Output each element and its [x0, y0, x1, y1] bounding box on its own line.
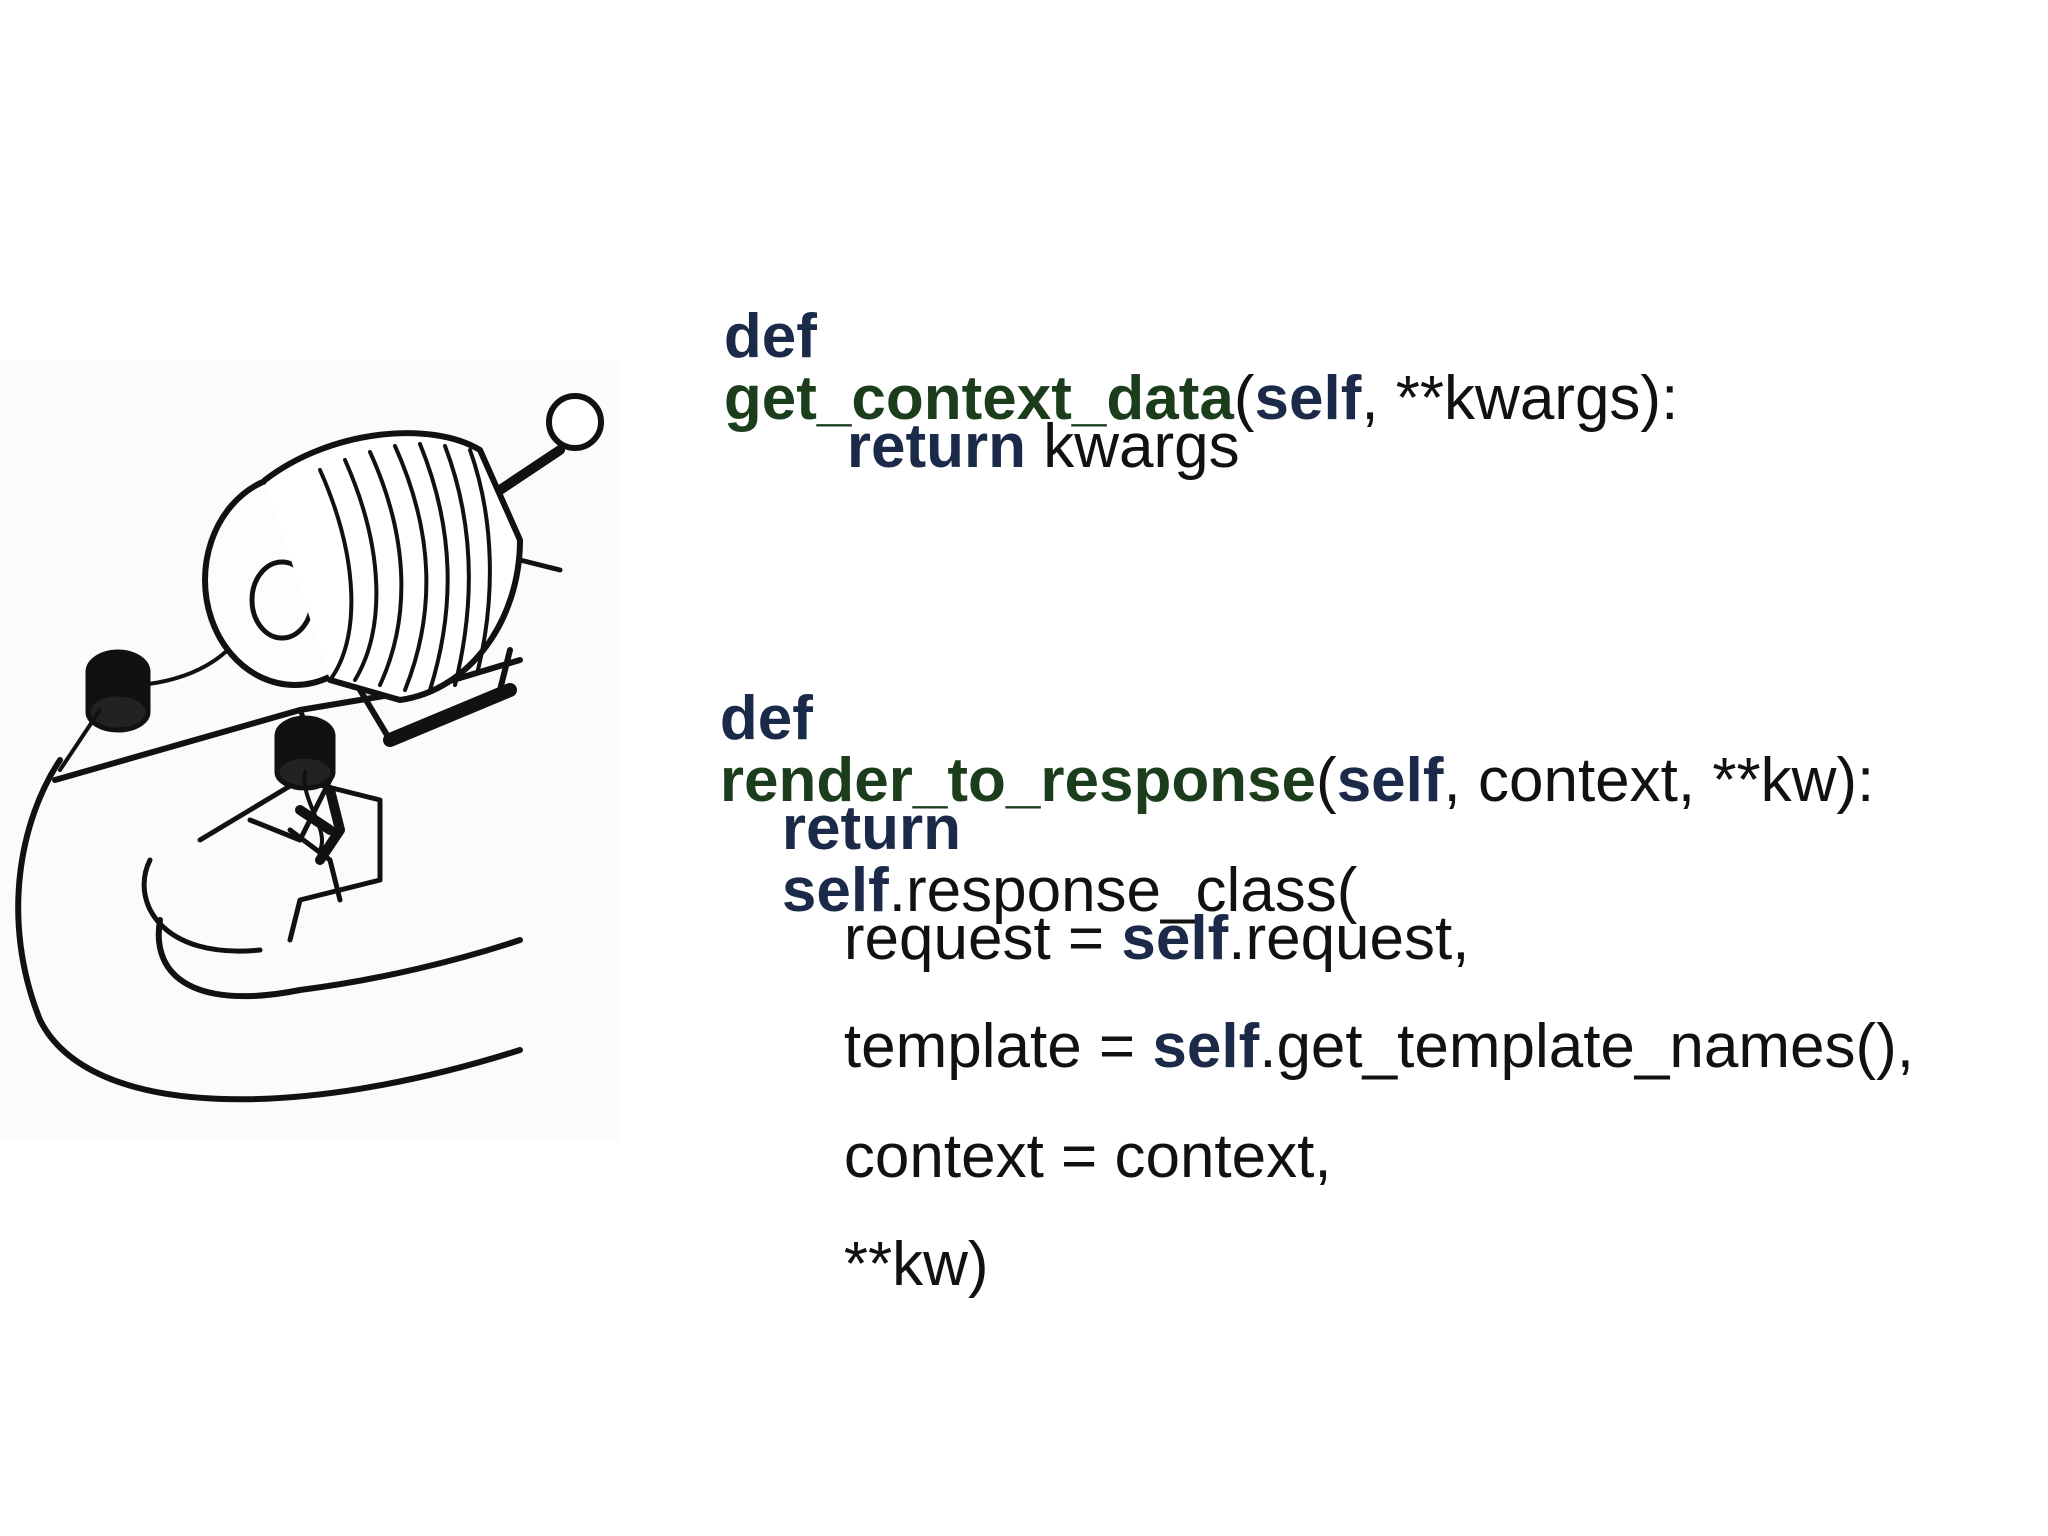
code-text: , context, **kw):: [1443, 746, 1875, 815]
code-text: context = context,: [843, 1122, 1332, 1191]
keyword-return: return: [781, 794, 962, 863]
code-line-def-get-context-data: def get_context_data(self, **kwargs):: [655, 244, 1678, 492]
paren-open: (: [1316, 746, 1337, 815]
code-line-context-arg: context = context,: [775, 1064, 1332, 1250]
code-line-return-response-class: return self.response_class(: [713, 736, 1358, 984]
electric-motor-icon: ഗ: [0, 360, 620, 1140]
code-text: **kw): [843, 1230, 989, 1299]
code-line-return-kwargs: return kwargs: [778, 354, 1240, 540]
code-text: .response_class(: [888, 856, 1358, 925]
paren-open: (: [1233, 364, 1255, 433]
code-text: .request,: [1228, 904, 1470, 973]
code-text: kwargs: [1026, 412, 1240, 481]
code-line-kw-arg: **kw): [775, 1172, 989, 1358]
keyword-return: return: [846, 412, 1027, 481]
keyword-def: def: [719, 684, 813, 753]
code-line-request-arg: request = self.request,: [775, 846, 1470, 1032]
keyword-def: def: [723, 302, 817, 371]
code-line-def-render-to-response: def render_to_response(self, context, **…: [651, 626, 1874, 874]
code-line-template-arg: template = self.get_template_names(),: [775, 954, 1914, 1140]
keyword-self: self: [1336, 746, 1444, 815]
code-text: .get_template_names(),: [1259, 1012, 1915, 1081]
code-text: request =: [843, 904, 1122, 973]
keyword-self: self: [1121, 904, 1229, 973]
keyword-self: self: [1152, 1012, 1260, 1081]
code-text: , **kwargs):: [1361, 364, 1679, 433]
code-text: template =: [843, 1012, 1153, 1081]
keyword-self: self: [1254, 364, 1362, 433]
function-name: get_context_data: [723, 364, 1234, 433]
keyword-self: self: [781, 856, 889, 925]
function-name: render_to_response: [719, 746, 1317, 815]
